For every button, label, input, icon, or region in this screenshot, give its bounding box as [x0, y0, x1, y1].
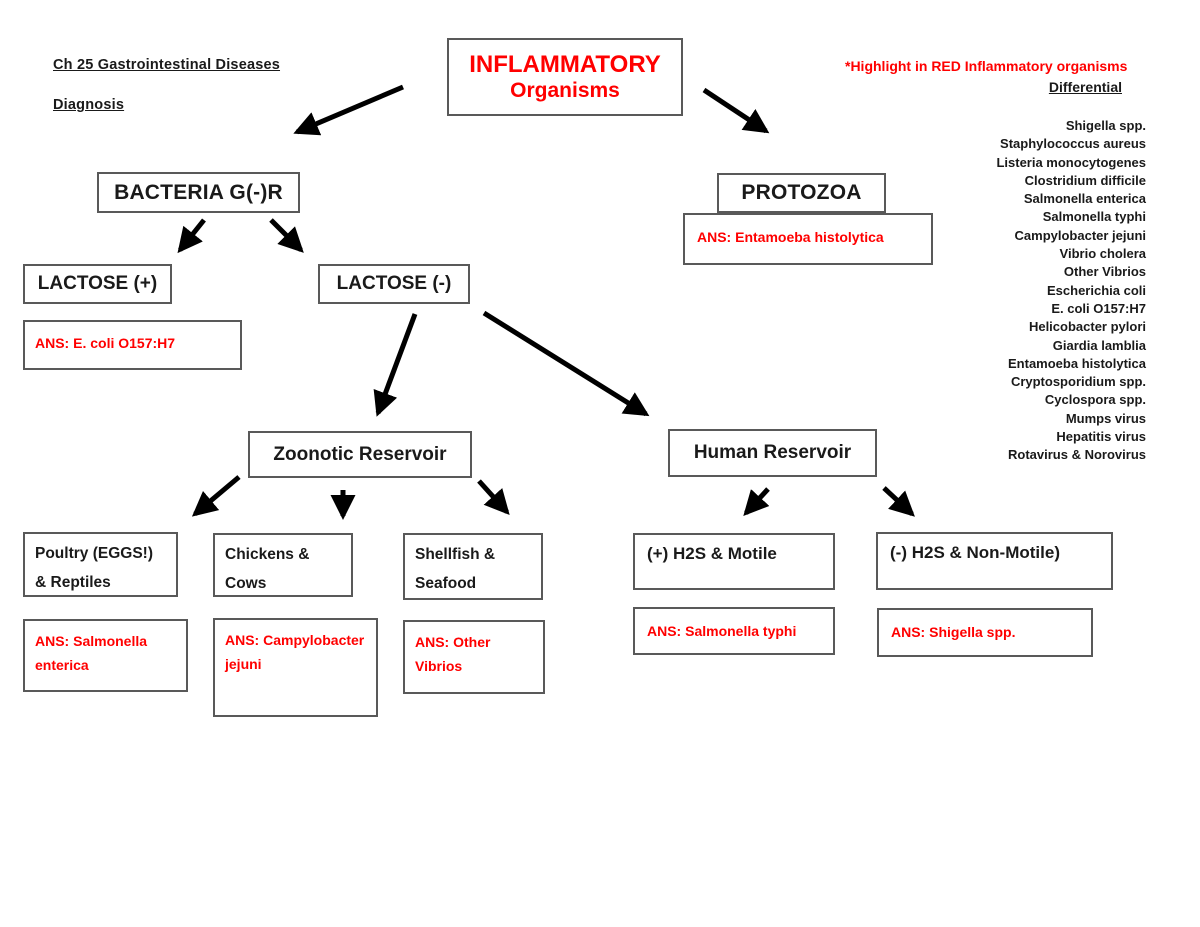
differential-item: Staphylococcus aureus	[1000, 136, 1146, 152]
differential-item: Salmonella enterica	[1023, 191, 1146, 207]
node-label: INFLAMMATORY	[469, 51, 661, 78]
node-h2s-positive-motile: (+) H2S & Motile	[633, 533, 835, 590]
differential-item: Hepatitis virus	[1056, 429, 1146, 445]
differential-item: Escherichia coli	[1047, 282, 1146, 298]
answer-text: ANS: Campylobacter	[225, 632, 365, 648]
differential-item: Cyclospora spp.	[1044, 392, 1146, 408]
answer-chickens: ANS: Campylobacter jejuni	[213, 618, 378, 717]
differential-item: Mumps virus	[1065, 410, 1146, 426]
node-poultry-reptiles: Poultry (EGGS!) & Reptiles	[23, 532, 178, 597]
node-label: & Reptiles	[35, 574, 111, 591]
answer-h2s-positive: ANS: Salmonella typhi	[633, 607, 835, 655]
node-lactose-positive: LACTOSE (+)	[23, 264, 172, 304]
answer-text: jejuni	[225, 656, 262, 672]
node-label: (-) H2S & Non-Motile)	[890, 543, 1060, 562]
differential-item: Helicobacter pylori	[1028, 319, 1146, 335]
differential-item: Salmonella typhi	[1042, 209, 1146, 225]
node-label: LACTOSE (-)	[336, 273, 452, 294]
answer-text: ANS: Entamoeba histolytica	[697, 229, 884, 245]
node-label: Zoonotic Reservoir	[273, 443, 447, 465]
node-shellfish-seafood: Shellfish & Seafood	[403, 533, 543, 600]
differential-item: Clostridium difficile	[1024, 172, 1146, 188]
node-lactose-negative: LACTOSE (-)	[318, 264, 470, 304]
node-label: LACTOSE (+)	[37, 273, 158, 294]
node-label: Shellfish &	[415, 546, 496, 563]
differential-item: Giardia lamblia	[1052, 337, 1146, 353]
differential-item: Shigella spp.	[1065, 118, 1146, 133]
answer-text: ANS: Salmonella	[35, 633, 148, 649]
answer-poultry: ANS: Salmonella enterica	[23, 619, 188, 692]
node-label: Human Reservoir	[693, 442, 852, 463]
node-human-reservoir: Human Reservoir	[668, 429, 877, 477]
node-bacteria-gnr: BACTERIA G(-)R	[97, 172, 300, 213]
node-label: BACTERIA G(-)R	[114, 180, 283, 204]
differential-item: Rotavirus & Norovirus	[1008, 447, 1146, 463]
differential-item: Cryptosporidium spp.	[1010, 374, 1146, 390]
answer-text: ANS: Shigella spp.	[891, 624, 1016, 640]
answer-protozoa: ANS: Entamoeba histolytica	[683, 213, 933, 265]
node-h2s-negative-nonmotile: (-) H2S & Non-Motile)	[876, 532, 1113, 590]
node-label: (+) H2S & Motile	[647, 544, 777, 563]
node-label: Seafood	[415, 575, 477, 592]
answer-text: Vibrios	[415, 658, 463, 674]
answer-h2s-negative: ANS: Shigella spp.	[877, 608, 1093, 657]
highlight-note: *Highlight in RED Inflammatory organisms	[845, 58, 1128, 74]
differential-item: Entamoeba histolytica	[1008, 355, 1146, 371]
differential-item: Vibrio cholera	[1059, 246, 1146, 262]
node-label: Organisms	[510, 79, 620, 102]
node-label: Cows	[225, 575, 267, 592]
answer-shellfish: ANS: Other Vibrios	[403, 620, 545, 694]
node-label: PROTOZOA	[741, 181, 862, 204]
node-inflammatory-organisms: INFLAMMATORY Organisms	[447, 38, 683, 116]
node-zoonotic-reservoir: Zoonotic Reservoir	[248, 431, 472, 478]
page-title-line2: Diagnosis	[53, 97, 125, 113]
node-label: Chickens &	[225, 546, 310, 563]
differential-item: Listeria monocytogenes	[996, 154, 1146, 170]
differential-item: Campylobacter jejuni	[1014, 227, 1146, 243]
answer-text: ANS: Other	[415, 634, 491, 650]
node-label: Poultry (EGGS!)	[35, 545, 153, 562]
differential-heading: Differential	[1048, 79, 1122, 95]
answer-text: ANS: E. coli O157:H7	[35, 335, 176, 351]
differential-item: E. coli O157:H7	[1051, 300, 1146, 316]
answer-text: ANS: Salmonella typhi	[647, 623, 797, 639]
differential-item: Other Vibrios	[1063, 264, 1146, 280]
answer-lactose-positive: ANS: E. coli O157:H7	[23, 320, 242, 370]
node-chickens-cows: Chickens & Cows	[213, 533, 353, 597]
answer-text: enterica	[35, 657, 89, 673]
node-protozoa: PROTOZOA	[717, 173, 886, 213]
page-title-line1: Ch 25 Gastrointestinal Diseases	[53, 57, 281, 73]
